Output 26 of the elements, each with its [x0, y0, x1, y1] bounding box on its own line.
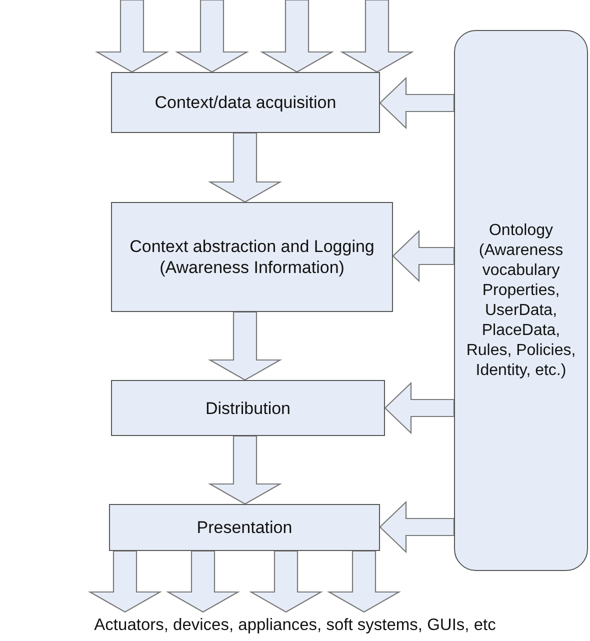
process-box — [109, 504, 380, 551]
block-arrow — [94, 0, 170, 73]
block-arrow — [379, 500, 455, 554]
block-arrow — [384, 382, 455, 434]
process-box — [111, 72, 380, 133]
ontology-panel — [454, 30, 588, 571]
block-arrow — [208, 435, 282, 505]
process-label: Distribution — [205, 398, 291, 418]
process-label: Presentation — [196, 517, 292, 538]
block-arrow — [208, 311, 282, 381]
block-arrow — [88, 550, 162, 613]
block-arrow — [248, 550, 324, 613]
block-arrow — [260, 0, 334, 73]
block-arrow — [174, 0, 250, 73]
process-label: Context/data acquisition — [154, 92, 336, 113]
block-arrow — [340, 0, 414, 73]
block-arrow — [326, 550, 402, 613]
block-arrow — [379, 76, 455, 130]
process-box — [111, 380, 385, 436]
process-box — [111, 202, 393, 312]
block-arrow — [208, 132, 282, 203]
block-arrow — [166, 550, 240, 613]
process-label: Context abstraction and Logging (Awareness Information) — [128, 236, 376, 278]
block-arrow — [392, 230, 455, 282]
output-label: Actuators, devices, appliances, soft systems, GUIs, etc — [94, 614, 496, 636]
ontology-text: Ontology (Awareness vocabulary Properties, UserData, PlaceData, Rules, Policies, Identity, etc.) — [465, 220, 577, 380]
